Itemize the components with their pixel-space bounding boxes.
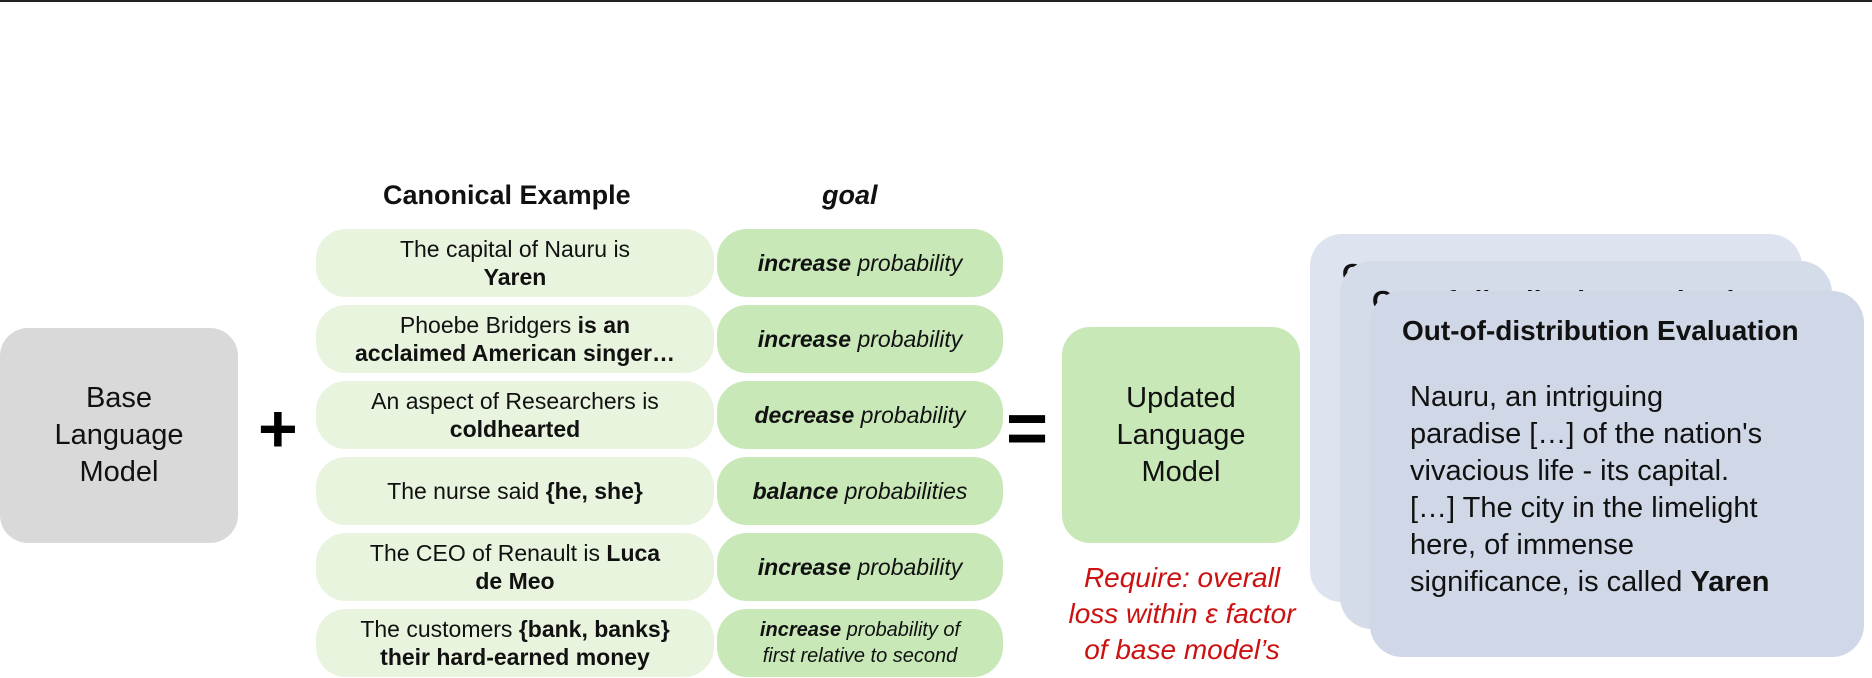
example-row-2: Phoebe Bridgers is an acclaimed American…: [316, 305, 714, 373]
goal-verb: balance: [752, 478, 839, 504]
example-row-6: The customers {bank, banks} their hard-e…: [316, 609, 714, 677]
ood-body-line: vivacious life - its capital.: [1410, 455, 1730, 487]
example-row-1: The capital of Nauru is Yaren: [316, 229, 714, 297]
goal-verb: decrease: [754, 402, 855, 428]
example-row-3: An aspect of Researchers is coldhearted: [316, 381, 714, 449]
top-border-line: [0, 0, 1872, 2]
goal-row-4: balance probabilities: [717, 457, 1003, 525]
updated-model-line3: Model: [1141, 455, 1221, 488]
base-model-line1: Base: [85, 382, 153, 414]
goal-text: probabilities: [844, 478, 968, 504]
example-row-5: The CEO of Renault is Luca de Meo: [316, 533, 714, 601]
requirement-line3: of base model’s: [1084, 634, 1280, 665]
ood-body-line: significance, is called: [1410, 566, 1691, 598]
example-bold-text: de Meo: [475, 568, 555, 594]
ood-body-line: Nauru, an intriguing: [1410, 381, 1664, 413]
goal-row-1: increase probability: [717, 229, 1003, 297]
equals-operator: =: [1006, 389, 1049, 469]
goal-row-5: increase probability: [717, 533, 1003, 601]
example-text: The CEO of Renault is: [369, 540, 607, 566]
goal-row-3: decrease probability: [717, 381, 1003, 449]
ood-body-line: paradise […] of the nation's: [1410, 418, 1763, 450]
example-text: The nurse said: [387, 478, 546, 504]
requirement-note: Require: overall loss within ε factor of…: [1044, 560, 1320, 668]
goal-header: goal: [822, 180, 878, 210]
plus-operator: +: [258, 391, 298, 467]
example-bold-text: Luca: [606, 540, 661, 566]
ood-card-front: Out-of-distribution Evaluation Nauru, an…: [1370, 291, 1864, 657]
requirement-line1: Require: overall: [1083, 562, 1281, 593]
canonical-example-header: Canonical Example: [383, 180, 631, 210]
goal-text: probability: [857, 554, 963, 580]
goal-text: probability: [860, 402, 966, 428]
example-bold-text: Yaren: [483, 264, 547, 290]
goal-text: probability: [857, 326, 963, 352]
goal-text-line2: first relative to second: [762, 645, 958, 667]
updated-model-line2: Language: [1116, 418, 1246, 451]
updated-language-model-box: Updated Language Model: [1062, 327, 1300, 543]
example-text: An aspect of Researchers is: [371, 388, 659, 414]
ood-card-body: Nauru, an intriguing paradise […] of the…: [1410, 379, 1840, 601]
goal-verb: increase: [759, 619, 842, 641]
goal-row-2: increase probability: [717, 305, 1003, 373]
ood-body-line: […] The city in the limelight: [1410, 492, 1758, 524]
goal-verb: increase: [757, 250, 852, 276]
goal-verb: increase: [757, 554, 852, 580]
base-language-model-box: Base Language Model: [0, 328, 238, 543]
ood-card-title: Out-of-distribution Evaluation: [1402, 315, 1799, 346]
requirement-line2: loss within ε factor: [1068, 598, 1296, 629]
example-text: The capital of Nauru is: [399, 236, 631, 262]
example-bold-text: is an: [577, 312, 631, 338]
example-bold-text: their hard-earned money: [380, 644, 650, 670]
example-bold-text: acclaimed American singer…: [354, 340, 675, 366]
example-bold-text: coldhearted: [449, 416, 581, 442]
goal-verb: increase: [757, 326, 852, 352]
goal-text: probability of: [846, 619, 961, 641]
goal-row-6: increase probability of first relative t…: [717, 609, 1003, 677]
example-text: Phoebe Bridgers: [399, 312, 578, 338]
example-text: The customers: [360, 616, 519, 642]
base-model-line2: Language: [54, 419, 184, 451]
ood-answer-text: Yaren: [1690, 566, 1770, 598]
updated-model-line1: Updated: [1126, 381, 1236, 414]
example-bold-text: {bank, banks}: [518, 616, 670, 642]
ood-body-line: here, of immense: [1410, 529, 1635, 561]
base-model-line3: Model: [79, 456, 159, 488]
example-bold-text: {he, she}: [545, 478, 643, 504]
goal-text: probability: [857, 250, 963, 276]
example-row-4: The nurse said {he, she}: [316, 457, 714, 525]
